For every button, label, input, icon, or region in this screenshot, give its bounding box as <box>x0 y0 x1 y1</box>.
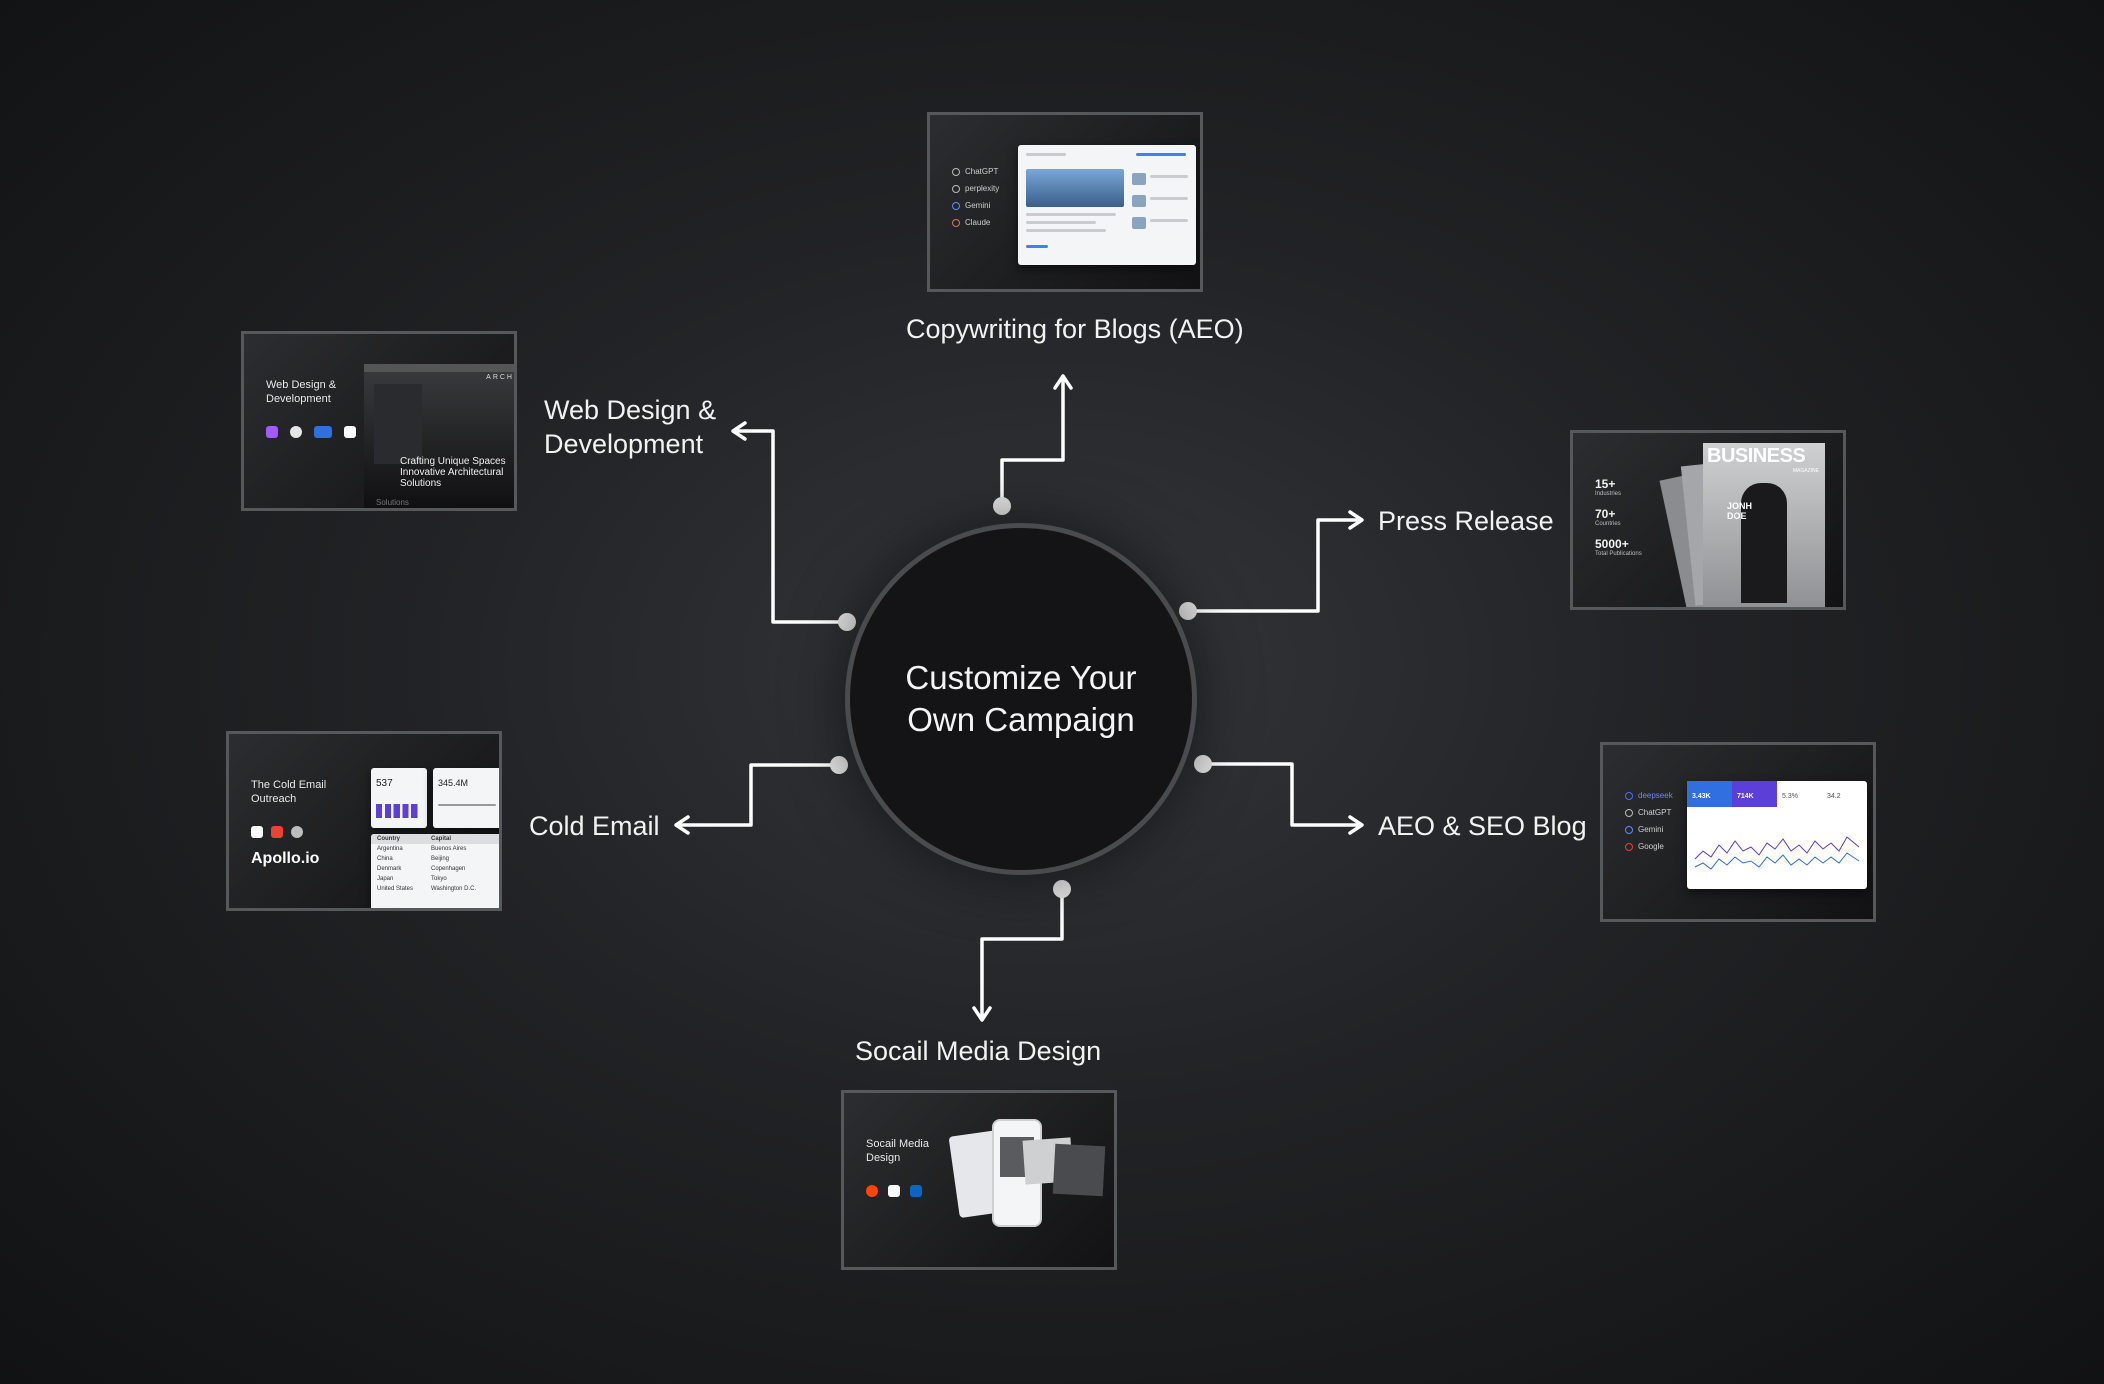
stat-value: 70+ <box>1595 507 1616 521</box>
deepseek-icon <box>1625 791 1633 800</box>
tool-icons <box>251 826 303 838</box>
card-social[interactable]: Socail Media Design <box>841 1090 1117 1270</box>
node-dot-web-design <box>838 613 856 631</box>
ai-tool-list: ChatGPT perplexity Gemini Claude <box>952 163 999 231</box>
press-stats: 15+ Industries 70+ Countries 5000+ Total… <box>1595 477 1642 567</box>
lightning-icon <box>291 826 303 838</box>
node-dot-aeo-seo <box>1194 755 1212 773</box>
tool-item: Gemini <box>1625 821 1673 838</box>
label-press-release[interactable]: Press Release <box>1378 506 1554 536</box>
card-aeo-seo[interactable]: deepseek ChatGPT Gemini Google 3.43K 714… <box>1600 742 1876 922</box>
node-dot-press-release <box>1179 602 1197 620</box>
center-hub[interactable]: Customize Your Own Campaign <box>845 523 1197 875</box>
node-dot-cold-email <box>830 756 848 774</box>
label-copywriting[interactable]: Copywriting for Blogs (AEO) <box>906 314 1244 344</box>
claude-icon <box>952 218 960 227</box>
node-dot-social <box>1053 880 1071 898</box>
search-console-preview: 3.43K 714K 5.3% 34.2 <box>1687 781 1867 889</box>
blog-preview-image <box>1018 145 1196 265</box>
perplexity-icon <box>952 184 960 193</box>
tool-icons <box>266 426 356 438</box>
card-cold-email[interactable]: The Cold Email Outreach Apollo.io 537 34… <box>226 731 502 911</box>
framer-icon <box>344 426 356 438</box>
traffic-chart <box>1694 836 1860 870</box>
card-title: Socail Media Design <box>866 1138 929 1164</box>
social-icons <box>866 1185 922 1197</box>
magazine-front-cover: BUSINESS MAGAZINE JONH DOE <box>1703 443 1825 607</box>
chatgpt-icon <box>952 167 960 176</box>
label-web-design[interactable]: Web Design & Development <box>544 395 717 459</box>
gemini-icon <box>1625 825 1633 834</box>
ai-tool-list: deepseek ChatGPT Gemini Google <box>1625 787 1673 855</box>
tool-item: deepseek <box>1625 787 1673 804</box>
metric-card: 345.4M <box>433 768 499 828</box>
connector-press-release <box>1188 510 1364 613</box>
wordpress-icon <box>290 426 302 438</box>
elementor-icon <box>251 826 263 838</box>
x-icon <box>888 1185 900 1197</box>
gmail-icon <box>271 826 283 838</box>
tool-item: Claude <box>952 214 999 231</box>
reddit-icon <box>866 1185 878 1197</box>
chatgpt-icon <box>1625 808 1633 817</box>
metric-value: 537 <box>376 778 393 789</box>
connector-copywriting <box>1000 374 1073 506</box>
label-social[interactable]: Socail Media Design <box>855 1036 1102 1066</box>
stat-value: 5000+ <box>1595 537 1629 551</box>
linkedin-icon <box>910 1185 922 1197</box>
magazine-title: BUSINESS <box>1707 445 1806 467</box>
connector-cold-email <box>674 763 839 835</box>
gemini-icon <box>952 201 960 210</box>
figma-icon <box>266 426 278 438</box>
metric-value: 345.4M <box>438 778 469 788</box>
cover-name: JONH DOE <box>1727 501 1753 521</box>
apollo-logo: Apollo.io <box>251 850 320 867</box>
social-post-preview <box>1052 1143 1106 1197</box>
website-preview-image: ARCH Crafting Unique Spaces Innovative A… <box>364 364 514 508</box>
stat-caption: Industries <box>1595 491 1622 497</box>
card-title: Web Design & Development <box>266 379 337 405</box>
cover-person <box>1741 483 1787 603</box>
connector-aeo-seo <box>1203 762 1364 835</box>
card-copywriting[interactable]: ChatGPT perplexity Gemini Claude <box>927 112 1203 292</box>
tool-item: perplexity <box>952 180 999 197</box>
node-dot-copywriting <box>993 497 1011 515</box>
metric-card: 537 <box>371 768 427 828</box>
tool-item: Gemini <box>952 197 999 214</box>
stat-caption: Countries <box>1595 521 1621 527</box>
connector-web-design <box>731 421 847 624</box>
label-cold-email[interactable]: Cold Email <box>529 811 660 841</box>
card-title: The Cold Email Outreach <box>251 779 327 805</box>
stat-caption: Total Publications <box>1595 551 1642 557</box>
site-brand: ARCH <box>486 374 514 381</box>
tool-item: Google <box>1625 838 1673 855</box>
site-hero-text: Crafting Unique Spaces Innovative Archit… <box>400 456 506 489</box>
label-aeo-seo[interactable]: AEO & SEO Blog <box>1378 811 1587 841</box>
metric-strip: 3.43K 714K 5.3% 34.2 <box>1687 781 1867 807</box>
metric-bars <box>376 804 420 818</box>
stat-value: 15+ <box>1595 477 1616 491</box>
card-press-release[interactable]: 15+ Industries 70+ Countries 5000+ Total… <box>1570 430 1846 610</box>
tool-item: ChatGPT <box>952 163 999 180</box>
webflow-icon <box>314 426 332 438</box>
hub-title: Customize Your Own Campaign <box>905 659 1137 738</box>
site-hero-sub: Solutions <box>376 498 409 507</box>
card-web-design[interactable]: Web Design & Development ARCH Crafting U… <box>241 331 517 511</box>
connector-social <box>972 889 1064 1022</box>
google-icon <box>1625 842 1633 851</box>
tool-item: ChatGPT <box>1625 804 1673 821</box>
table-header: Country Capital <box>371 834 499 844</box>
magazine-subtitle: MAGAZINE <box>1792 468 1819 474</box>
